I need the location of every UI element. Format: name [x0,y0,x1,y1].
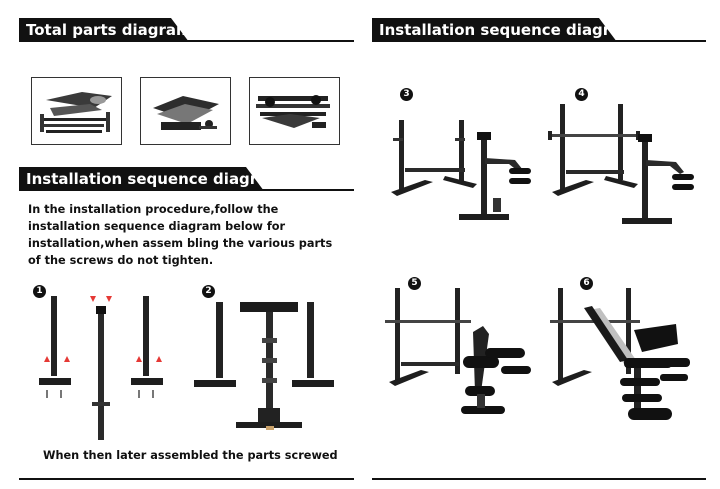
left-install-banner: Installation sequence diagram [19,167,354,191]
right-install-banner: Installation sequence diagram [372,18,706,42]
step-5-marker: 5 [408,277,421,290]
parts-photo-3 [249,77,340,145]
parts-diagram-banner: Total parts diagram [19,18,354,42]
step-1-marker: 1 [33,285,46,298]
step-1-uprights-figure [30,290,170,440]
parts-diagram-title: Total parts diagram [26,21,192,39]
step-2-marker: 2 [202,285,215,298]
step-4-rack-figure [548,98,706,230]
left-bottom-rule [19,478,354,480]
install-instructions: In the installation procedure,follow the… [28,203,333,267]
step-3-rack-figure [385,110,540,230]
left-install-title: Installation sequence diagram [26,170,283,188]
parts-photo-2 [140,77,231,145]
right-bottom-rule [372,478,706,480]
step-6-marker: 6 [580,277,593,290]
step-4-marker: 4 [575,88,588,101]
assembly-caption: When then later assembled the parts scre… [43,449,338,462]
step-2-frame-figure [190,296,340,440]
parts-photo-1 [31,77,122,145]
step-5-bench-figure [385,282,540,422]
right-install-title: Installation sequence diagram [379,21,636,39]
step-3-marker: 3 [400,88,413,101]
step-6-bench-figure [550,282,706,430]
